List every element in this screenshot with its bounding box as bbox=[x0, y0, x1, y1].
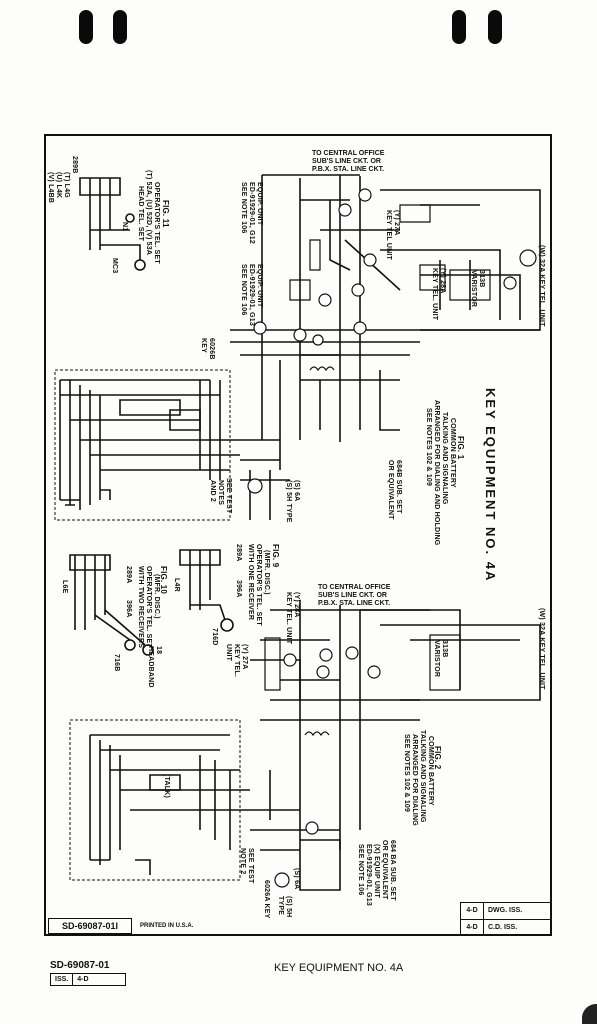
fig2-key-tel-27a-a: (Y) 27A bbox=[241, 644, 248, 670]
fig2-see-test-a: SEE TEST bbox=[247, 848, 254, 884]
fig1-equip-1-b: ED-91929-01, G12 bbox=[248, 182, 255, 244]
fig1-equip-1-a: EQUIP. UNIT bbox=[256, 182, 263, 226]
fig1-varistor-b: VARISTOR bbox=[470, 270, 477, 308]
fig2-key-6a-c: TYPE bbox=[277, 896, 284, 916]
fig2-subset-2: OR EQUIVALENT bbox=[381, 840, 388, 900]
fig2-varistor-a: 313B bbox=[441, 640, 448, 658]
fig1-varistor-a: 313B bbox=[478, 270, 485, 288]
fig1-desc-4: SEE NOTES 102 & 109 bbox=[425, 408, 432, 487]
fig9-part-716d: 716D bbox=[211, 628, 218, 646]
fig11-sub-1: OPERATOR'S TEL. SET bbox=[153, 182, 160, 264]
main-title: KEY EQUIPMENT NO. 4A bbox=[483, 388, 498, 583]
fig2-equip-b: ED-91929-01, G13 bbox=[365, 844, 372, 906]
binder-hole-4 bbox=[488, 10, 502, 44]
fig1-key-tel-32a: (W) 32A KEY TEL. UNIT bbox=[538, 245, 545, 327]
fig9-part-l4r: L4R bbox=[173, 578, 180, 592]
footer-number: SD-69087-01 bbox=[50, 960, 110, 971]
fig9-sub-2: OPERATOR'S TEL. SET bbox=[255, 544, 262, 626]
fig1-key-6026b-a: 6026B bbox=[208, 338, 215, 360]
fig2-key-6a-b: (S) 5H bbox=[285, 896, 292, 918]
fig11-part-n1: N1 bbox=[121, 222, 128, 232]
fig1-desc-2: TALKING AND SIGNALING bbox=[441, 412, 448, 505]
footer-title: KEY EQUIPMENT NO. 4A bbox=[274, 962, 404, 974]
fig1-see-test-b: NOTES bbox=[217, 480, 224, 506]
binder-hole-3 bbox=[452, 10, 466, 44]
fig11-part-289b: 289B bbox=[71, 156, 78, 174]
fig2-key-6026a: 6026A KEY bbox=[263, 880, 270, 919]
fig11-part-mc3: MC3 bbox=[111, 258, 118, 274]
fig1-desc-1: COMMON BATTERY bbox=[449, 418, 456, 488]
fig1-subset-1: 684B SUB. SET bbox=[395, 460, 402, 514]
fig2-see-test-b: NOTE 2 bbox=[239, 848, 246, 875]
binder-hole-2 bbox=[113, 10, 127, 44]
fig10-part-18: 18 bbox=[155, 646, 162, 655]
fig1-key-6a-a: (S) 6A bbox=[293, 480, 300, 502]
fig2-key-tel-32a: (W) 32A KEY TEL. UNIT bbox=[538, 608, 545, 690]
fig1-key-tel-27a-b: KEY TEL UNIT bbox=[385, 210, 392, 260]
fig1-see-test-a: SEE TEST bbox=[225, 478, 232, 514]
fig1-equip-2-b: ED-91929-01, G13 bbox=[248, 264, 255, 326]
fig1-key-tel-27a-a: (Y) 27A bbox=[393, 210, 400, 236]
fig2-key-tel-28a-b: KEY TEL. UNIT bbox=[285, 592, 292, 645]
fig2-talk: (TALK) bbox=[163, 774, 170, 799]
fig1-key-6026b-b: KEY bbox=[200, 338, 207, 353]
fig10-sub-1: (MFR. DISC.) bbox=[153, 574, 160, 619]
fig1-equip-2-a: EQUIP. UNIT bbox=[256, 264, 263, 308]
fig2-desc-2: TALKING AND SIGNALING bbox=[419, 730, 426, 823]
fig9-part-289a: 289A bbox=[235, 544, 242, 562]
fig1-see-test-c: AND 2 bbox=[209, 480, 216, 503]
fig1-key-6a-b: (S) 5H TYPE bbox=[285, 480, 292, 523]
fig11-label: FIG. 11 bbox=[161, 200, 170, 228]
fig2-equip-a: (X) EQUIP UNIT bbox=[373, 844, 380, 899]
fig2-key-6a-a: (S) 6A bbox=[293, 868, 300, 890]
fig9-label: FIG. 9 bbox=[271, 544, 280, 568]
fig11-sub-2: (T) 52A, (U) 52D, (V) 53A bbox=[145, 170, 152, 256]
fig2-desc-3: ARRANGED FOR DIALING bbox=[411, 734, 418, 826]
printed-note: PRINTED IN U.S.A. bbox=[140, 923, 194, 929]
fig1-label: FIG. 1 bbox=[456, 436, 465, 460]
fig11-sub-3: HEAD TEL. SET bbox=[137, 186, 144, 242]
fig2-equip-c: SEE NOTE 106 bbox=[357, 844, 364, 896]
fig10-part-396a: 396A bbox=[125, 600, 132, 618]
fig2-desc-4: SEE NOTES 102 & 109 bbox=[403, 734, 410, 813]
fig2-desc-1: COMMON BATTERY bbox=[427, 736, 434, 806]
fig10-sub-3: WITH TWO RECEIVERS bbox=[137, 566, 144, 649]
binder-hole-1 bbox=[79, 10, 93, 44]
fig10-part-headband: HEADBAND bbox=[147, 646, 154, 688]
fig1-subset-2: OR EQUIVALENT bbox=[387, 460, 394, 520]
fig1-equip-2-c: SEE NOTE 106 bbox=[240, 264, 247, 316]
drawing-border bbox=[44, 134, 552, 936]
cd-issue-row: 4-D C.D. ISS. bbox=[461, 920, 551, 936]
fig2-key-tel-27a-b: KEY TEL. bbox=[233, 644, 240, 677]
fig10-sub-2: OPERATOR'S TEL. SET bbox=[145, 566, 152, 648]
fig1-key-tel-28a-a: (Y) 28A bbox=[439, 268, 446, 294]
fig2-varistor-b: VARISTOR bbox=[433, 640, 440, 678]
fig9-sub-3: WITH ONE RECEIVER bbox=[247, 544, 254, 621]
fig11-part-l4g: (T) L4G bbox=[63, 172, 70, 198]
fig1-desc-3: ARRANGED FOR DIALING AND HOLDING bbox=[433, 400, 440, 546]
fig2-subset-1: 684 BA SUB. SET bbox=[389, 840, 396, 901]
fig9-sub-1: (MFR. DISC.) bbox=[263, 550, 270, 595]
fig10-label: FIG. 10 bbox=[159, 566, 168, 595]
fig2-label: FIG. 2 bbox=[433, 746, 442, 770]
fig10-part-l6e: L6E bbox=[61, 580, 68, 594]
fig11-part-l4bb: (V) L4BB bbox=[47, 172, 54, 204]
footer-issue: ISS. 4-D bbox=[50, 973, 127, 986]
fig2-key-tel-28a-a: (Y) 28A bbox=[293, 592, 300, 618]
fig11-part-l4k: (U) L4K bbox=[55, 172, 62, 199]
fig10-part-289a: 289A bbox=[125, 566, 132, 584]
fig1-key-tel-28a-b: KEY TEL. UNIT bbox=[431, 268, 438, 321]
sheet-number-box: SD-69087-01I bbox=[48, 918, 132, 934]
fig10-part-716b: 716B bbox=[113, 654, 120, 672]
drawing-issue-table: 4-D DWG. ISS. 4-D C.D. ISS. bbox=[460, 902, 552, 936]
fig2-key-tel-27a-c: UNIT bbox=[225, 644, 232, 662]
fig1-equip-1-c: SEE NOTE 106 bbox=[240, 182, 247, 234]
page-corner bbox=[582, 1004, 597, 1024]
dwg-issue-row: 4-D DWG. ISS. bbox=[461, 903, 551, 920]
fig9-part-396a: 396A bbox=[235, 580, 242, 598]
